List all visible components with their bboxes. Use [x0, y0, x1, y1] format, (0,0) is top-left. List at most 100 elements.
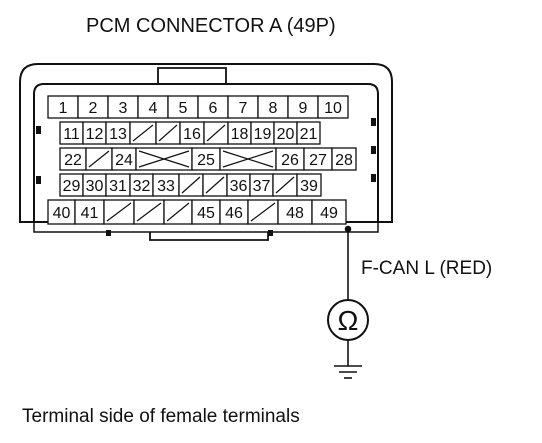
- terminal-28: 28: [331, 147, 357, 171]
- terminal-number: 3: [119, 100, 128, 117]
- terminal-cell: [74, 199, 105, 225]
- ohmmeter-symbol: Ω: [338, 305, 359, 336]
- terminal-9: 9: [287, 95, 319, 119]
- terminal-cell: [191, 199, 221, 225]
- unused-slash-mark: [250, 202, 276, 222]
- terminal-10: 10: [317, 95, 349, 119]
- terminal-number: 36: [230, 178, 248, 195]
- terminal-number: 4: [149, 100, 158, 117]
- terminal-5: 5: [167, 95, 199, 119]
- terminal-7: 7: [227, 95, 259, 119]
- terminal-number: 21: [300, 126, 318, 143]
- terminal-number: 25: [197, 152, 215, 169]
- guide-right-2: [371, 146, 376, 154]
- unused-slash-mark: [132, 124, 154, 142]
- terminal-4: 4: [137, 95, 169, 119]
- terminal-cell: [277, 199, 313, 225]
- terminal-cell: [311, 199, 347, 225]
- terminal-number: 28: [335, 152, 353, 169]
- terminal-number: 49: [320, 205, 338, 222]
- terminal-11: 11: [59, 121, 84, 145]
- terminal-number: 45: [197, 205, 215, 222]
- terminal-26: 26: [275, 147, 305, 171]
- connector-outer-shell: [19, 63, 393, 223]
- terminal-blank-r4c6: [178, 173, 204, 197]
- terminal-number: 31: [109, 178, 127, 195]
- terminal-blank-r2c5: [155, 121, 181, 145]
- terminal-40: 40: [47, 199, 76, 225]
- terminal-blank-r3c2: [85, 147, 113, 171]
- terminal-number: 6: [209, 100, 218, 117]
- terminal-number: 10: [324, 100, 342, 117]
- terminal-number: 46: [225, 205, 243, 222]
- terminal-46: 46: [219, 199, 249, 225]
- terminal-19: 19: [250, 121, 275, 145]
- terminal-12: 12: [82, 121, 107, 145]
- terminal-number: 11: [63, 126, 80, 143]
- terminal-cell: [296, 121, 321, 145]
- terminal-6: 6: [197, 95, 229, 119]
- terminal-36: 36: [226, 173, 251, 197]
- unused-slash-mark: [181, 176, 201, 194]
- terminal-32: 32: [129, 173, 154, 197]
- terminal-number: 9: [299, 100, 308, 117]
- guide-left-lower: [36, 176, 41, 184]
- unused-slash-mark: [206, 124, 226, 142]
- guide-right-1: [371, 118, 376, 126]
- guide-left-upper: [36, 126, 41, 134]
- terminal-blank-r4c7: [202, 173, 228, 197]
- terminal-number: 8: [269, 100, 278, 117]
- unused-slash-mark: [158, 124, 178, 142]
- unused-slash-mark: [106, 202, 132, 222]
- terminal-27: 27: [303, 147, 333, 171]
- terminal-blank-r2c7: [203, 121, 229, 145]
- terminal-1: 1: [47, 95, 79, 119]
- terminal-20: 20: [273, 121, 298, 145]
- terminal-blank-r3c4: [135, 147, 193, 171]
- terminal-number: 1: [59, 100, 68, 117]
- terminal-cell: [331, 147, 357, 171]
- unused-slash-mark: [166, 202, 190, 222]
- terminal-16: 16: [179, 121, 205, 145]
- terminal-number: 12: [86, 126, 104, 143]
- terminal-48: 48: [277, 199, 313, 225]
- connector-housing: [19, 63, 393, 241]
- terminal-number: 16: [183, 126, 201, 143]
- terminal-number: 18: [231, 126, 249, 143]
- terminal-number: 5: [179, 100, 188, 117]
- terminal-number: 7: [239, 100, 248, 117]
- terminal-blank-r2c4: [129, 121, 157, 145]
- terminal-24: 24: [111, 147, 137, 171]
- terminal-cell: [296, 173, 322, 197]
- terminal-45: 45: [191, 199, 221, 225]
- terminal-33: 33: [152, 173, 180, 197]
- terminal-number: 41: [81, 205, 99, 222]
- terminal-30: 30: [82, 173, 107, 197]
- probe-circuit: [327, 225, 369, 379]
- terminal-blank-r3c6: [219, 147, 277, 171]
- terminal-blank-r4c10: [272, 173, 298, 197]
- connector-guides: [36, 118, 376, 236]
- terminal-number: 39: [300, 178, 318, 195]
- guide-right-3: [371, 174, 376, 182]
- terminal-number: 48: [286, 205, 304, 222]
- connector-frame-bottom: [33, 222, 379, 233]
- terminal-18: 18: [227, 121, 252, 145]
- unused-cross-mark-b: [138, 150, 190, 168]
- terminal-number: 32: [133, 178, 151, 195]
- terminal-21: 21: [296, 121, 321, 145]
- connector-bottom-key: [149, 232, 269, 241]
- terminal-49: 49: [311, 199, 347, 225]
- guide-bottom-2: [268, 230, 273, 236]
- diagram-caption: Terminal side of female terminals: [22, 406, 300, 427]
- terminal-number: 22: [64, 152, 82, 169]
- guide-bottom-1: [106, 230, 111, 236]
- terminal-39: 39: [296, 173, 322, 197]
- terminal-number: 24: [115, 152, 133, 169]
- terminal-number: 30: [86, 178, 104, 195]
- terminal-number: 26: [281, 152, 299, 169]
- terminal-37: 37: [249, 173, 274, 197]
- connector-lock-tab: [157, 67, 227, 84]
- terminal-13: 13: [105, 121, 131, 145]
